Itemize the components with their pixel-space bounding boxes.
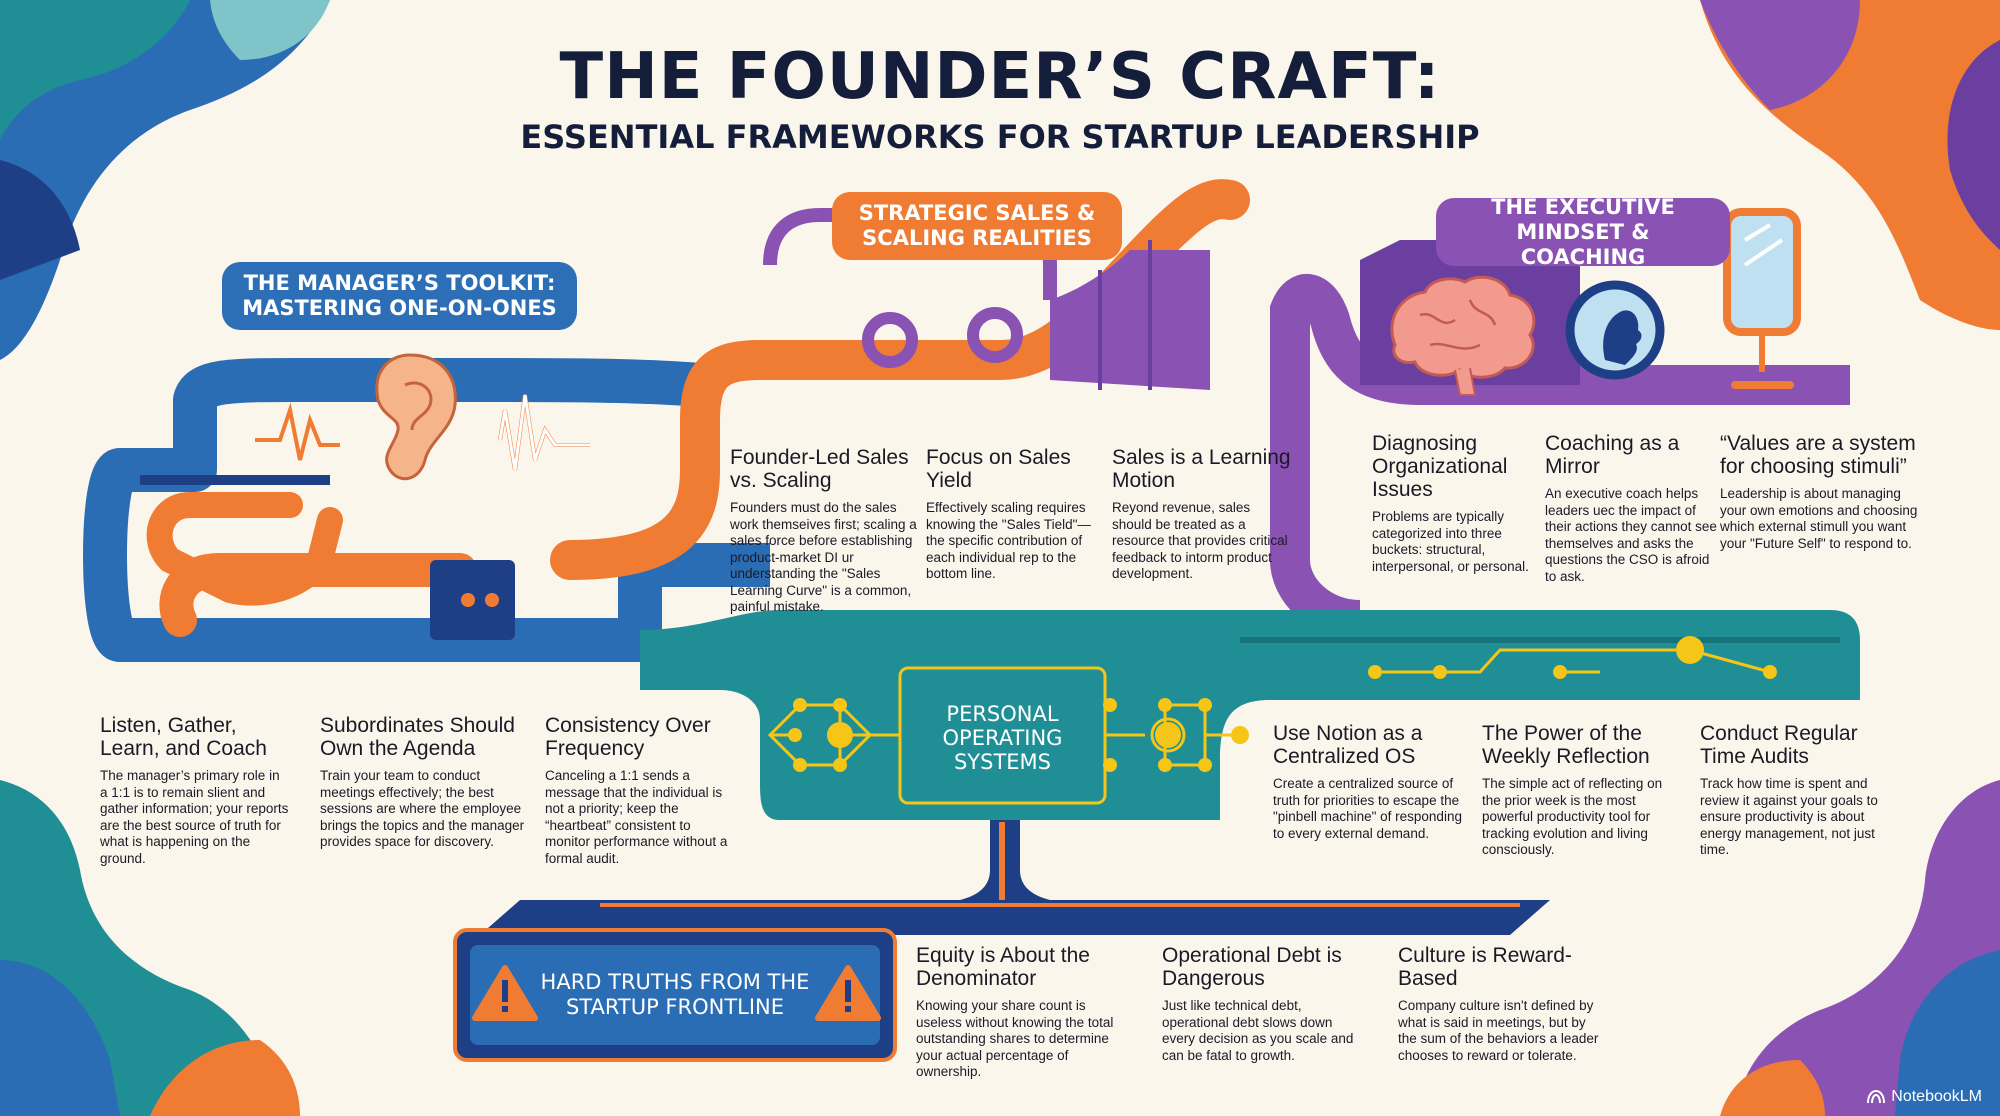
sales-item: Sales is a Learning Motion Reyond revenu… [1112,446,1292,583]
sales-item-title: Sales is a Learning Motion [1112,446,1291,492]
sales-item-body: Effectively scaling requires knowing the… [926,500,1091,581]
personal-os-board [640,610,1860,900]
toolkit-item: Listen, Gather, Learn, and Coach The man… [100,714,290,867]
ear-icon [375,353,457,481]
os-item-body: The simple act of reflecting on the prio… [1482,776,1663,857]
toolkit-ribbon [83,358,770,662]
sales-item-body: Reyond revenue, sales should be treated … [1112,500,1288,581]
page-subtitle: ESSENTIAL FRAMEWORKS FOR STARTUP LEADERS… [520,118,1480,156]
brand-label: NotebookLM [1891,1088,1982,1105]
brain-icon [1390,275,1536,396]
mirror-icon [1723,208,1801,389]
sales-item-title: Founder-Led Sales vs. Scaling [730,446,909,492]
truth-item: Operational Debt is Dangerous Just like … [1162,944,1367,1064]
truth-item-title: Culture is Reward-Based [1398,944,1572,990]
executive-item-body: Problems are typically categorized into … [1372,509,1529,574]
warning-icon [472,965,881,1021]
circuit-icon [767,698,900,772]
toolkit-item-title: Consistency Over Frequency [545,714,711,760]
executive-item: Diagnosing Organizational Issues Problem… [1372,432,1547,575]
hard-truths-platform [453,900,1550,1062]
toolkit-item: Subordinates Should Own the Agenda Train… [320,714,535,851]
section-label-personal-os: PERSONAL OPERATING SYSTEMS [942,702,1063,774]
os-item: The Power of the Weekly Reflection The s… [1482,722,1667,859]
sales-item-body: Founders must do the sales work themseiv… [730,500,917,614]
corner-decoration-top-right [1700,0,2000,330]
os-item-body: Track how time is spent and review it ag… [1700,776,1878,857]
os-item-title: The Power of the Weekly Reflection [1482,722,1650,768]
truth-item-body: Just like technical debt, operational de… [1162,998,1354,1063]
os-item-title: Conduct Regular Time Audits [1700,722,1858,768]
executive-item: “Values are a system for choosing stimul… [1720,432,1920,552]
truth-item: Culture is Reward-Based Company culture … [1398,944,1608,1064]
executive-item-title: Diagnosing Organizational Issues [1372,432,1508,501]
section-label-hard-truths: HARD TRUTHS FROM THE STARTUP FRONTLINE [540,970,810,1019]
executive-item: Coaching as a Mirror An executive coach … [1545,432,1720,585]
truth-item-title: Equity is About the Denominator [916,944,1090,990]
section-label-sales: STRATEGIC SALES & SCALING REALITIES [832,192,1122,260]
os-item: Conduct Regular Time Audits Track how ti… [1700,722,1890,859]
truth-item-title: Operational Debt is Dangerous [1162,944,1342,990]
truth-item-body: Knowing your share count is useless with… [916,998,1114,1079]
sales-ribbon [550,179,1250,580]
executive-item-title: Coaching as a Mirror [1545,432,1680,478]
executive-item-title: “Values are a system for choosing stimul… [1720,432,1916,478]
corner-decoration-bottom-right [1720,780,2000,1116]
corner-decoration-top-left [0,0,330,360]
sales-item: Founder-Led Sales vs. Scaling Founders m… [730,446,920,616]
corner-decoration-bottom-left [0,780,300,1116]
executive-item-body: An executive coach helps leaders uec the… [1545,486,1717,584]
sales-item: Focus on Sales Yield Effectively scaling… [926,446,1106,583]
brand-watermark: NotebookLM [1867,1088,1982,1106]
executive-item-body: Leadership is about managing your own em… [1720,486,1918,551]
truth-item: Equity is About the Denominator Knowing … [916,944,1126,1081]
os-item-body: Create a centralized source of truth for… [1273,776,1462,841]
sales-item-title: Focus on Sales Yield [926,446,1071,492]
os-item-title: Use Notion as a Centralized OS [1273,722,1423,768]
toolkit-item-title: Listen, Gather, Learn, and Coach [100,714,267,760]
section-label-executive: THE EXECUTIVE MINDSET & COACHING [1436,195,1730,269]
toolkit-item-body: Train your team to conduct meetings effe… [320,768,525,849]
notebooklm-logo-icon [1867,1090,1886,1104]
toolkit-item-body: Canceling a 1:1 sends a message that the… [545,768,728,866]
os-item: Use Notion as a Centralized OS Create a … [1273,722,1463,842]
page-title: THE FOUNDER’S CRAFT: [559,40,1441,114]
toolkit-item-body: The manager’s primary role in a 1:1 is t… [100,768,289,866]
toolkit-item: Consistency Over Frequency Canceling a 1… [545,714,730,867]
section-label-toolkit: THE MANAGER’S TOOLKIT: MASTERING ONE-ON-… [222,262,577,330]
toolkit-item-title: Subordinates Should Own the Agenda [320,714,515,760]
truth-item-body: Company culture isn't defined by what is… [1398,998,1599,1063]
magnifier-head-icon [1565,280,1665,380]
